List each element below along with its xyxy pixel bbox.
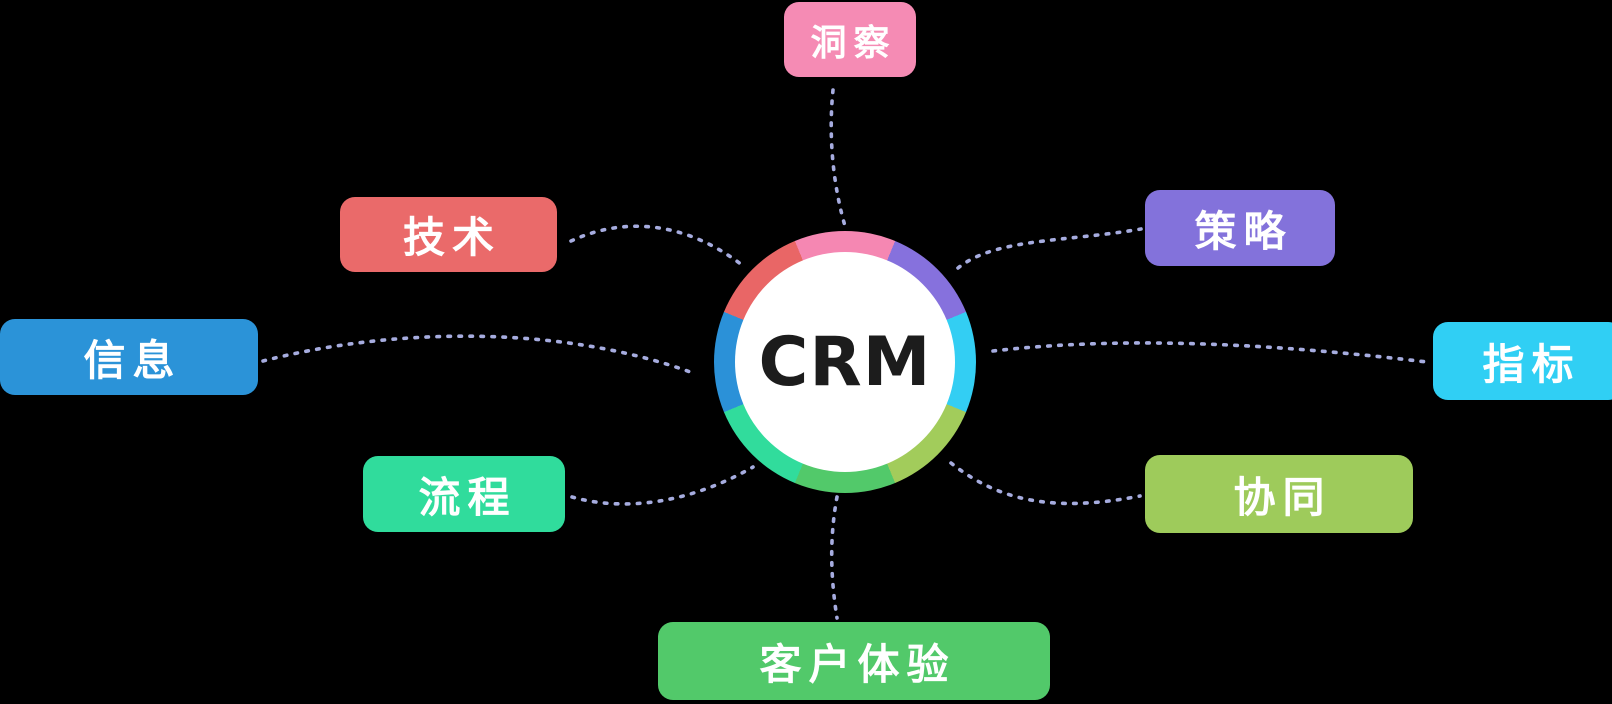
node-customer-experience-label: 客户体验 (759, 639, 956, 689)
crm-center-node[interactable]: CRM (714, 231, 976, 493)
connector-insight (829, 88, 847, 228)
node-strategy[interactable]: 策略 (1145, 190, 1335, 266)
node-insight[interactable]: 洞察 (784, 2, 916, 77)
crm-center-label: CRM (758, 322, 932, 402)
node-technology[interactable]: 技术 (340, 197, 557, 272)
node-process-label: 流程 (418, 472, 517, 522)
connector-strategy (956, 227, 1143, 270)
connector-metrics (991, 341, 1429, 364)
node-metrics[interactable]: 指标 (1433, 322, 1612, 400)
connector-technology (569, 224, 744, 267)
node-process[interactable]: 流程 (363, 456, 565, 532)
node-information-label: 信息 (83, 335, 182, 385)
node-technology-label: 技术 (402, 213, 501, 262)
node-information[interactable]: 信息 (0, 319, 258, 395)
connector-process (570, 465, 755, 506)
connector-information (261, 334, 695, 375)
node-metrics-label: 指标 (1482, 339, 1581, 389)
crm-center-core: CRM (735, 252, 955, 472)
node-customer-experience[interactable]: 客户体验 (658, 622, 1050, 700)
connector-customer-experience (829, 495, 839, 620)
node-strategy-label: 策略 (1194, 206, 1293, 256)
node-synergy-label: 协同 (1233, 472, 1332, 522)
node-insight-label: 洞察 (810, 22, 897, 64)
node-synergy[interactable]: 协同 (1145, 455, 1413, 533)
connector-synergy (949, 461, 1142, 506)
